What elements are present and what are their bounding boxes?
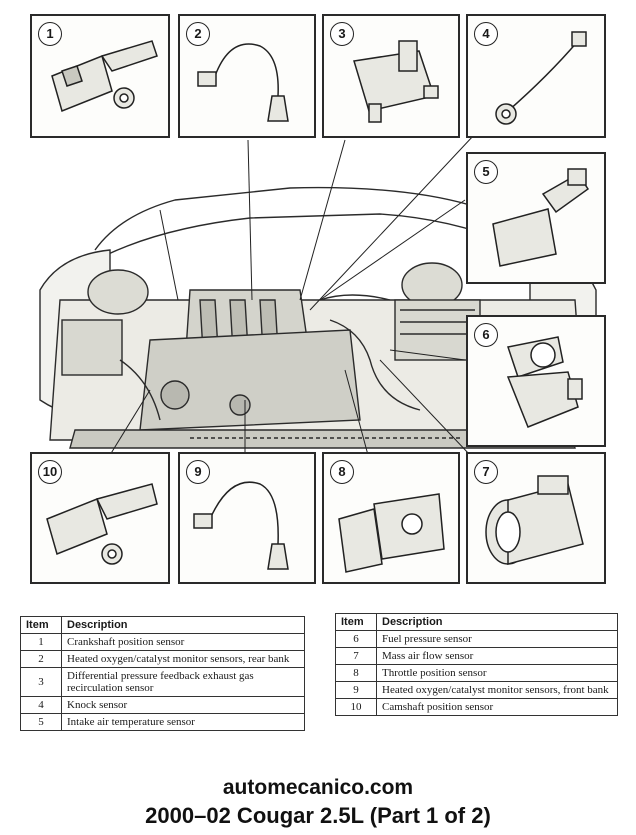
sensor-panel-8: 8	[322, 452, 460, 584]
item-number: 9	[335, 681, 377, 699]
table-row: 6 Fuel pressure sensor	[335, 630, 618, 648]
table-row: 8 Throttle position sensor	[335, 664, 618, 682]
item-description: Differential pressure feedback exhaust g…	[61, 667, 305, 697]
item-number: 7	[335, 647, 377, 665]
item-number: 1	[20, 633, 62, 651]
table-row: 4 Knock sensor	[20, 696, 305, 714]
callout-number: 7	[474, 460, 498, 484]
oxygen-sensor-front-illustration	[193, 481, 289, 570]
item-number: 5	[20, 713, 62, 731]
oxygen-sensor-rear-illustration	[197, 43, 289, 122]
sensor-table-right: Item Description 6 Fuel pressure sensor …	[335, 613, 618, 716]
table-row: 7 Mass air flow sensor	[335, 647, 618, 665]
callout-number: 1	[38, 22, 62, 46]
item-description: Mass air flow sensor	[376, 647, 618, 665]
engine-bay-drawing	[39, 134, 597, 456]
item-number: 4	[20, 696, 62, 714]
item-description: Heated oxygen/catalyst monitor sensors, …	[61, 650, 305, 668]
callout-number: 8	[330, 460, 354, 484]
sensor-panel-3: 3	[322, 14, 460, 138]
item-number: 8	[335, 664, 377, 682]
table-row: 1 Crankshaft position sensor	[20, 633, 305, 651]
column-header-item: Item	[20, 616, 62, 634]
callout-number: 9	[186, 460, 210, 484]
callout-number: 3	[330, 22, 354, 46]
item-number: 10	[335, 698, 377, 716]
camshaft-sensor-illustration	[46, 483, 158, 565]
item-description: Heated oxygen/catalyst monitor sensors, …	[376, 681, 618, 699]
figure-caption: 2000–02 Cougar 2.5L (Part 1 of 2)	[145, 803, 491, 828]
item-description: Throttle position sensor	[376, 664, 618, 682]
callout-number: 4	[474, 22, 498, 46]
item-description: Knock sensor	[61, 696, 305, 714]
column-header-description: Description	[61, 616, 305, 634]
callout-number: 2	[186, 22, 210, 46]
item-description: Fuel pressure sensor	[376, 630, 618, 648]
column-header-description: Description	[376, 613, 618, 631]
intake-air-temp-sensor-illustration	[492, 168, 590, 267]
crankshaft-sensor-illustration	[51, 40, 158, 113]
sensor-panel-9: 9	[178, 452, 316, 584]
table-row: 9 Heated oxygen/catalyst monitor sensors…	[335, 681, 618, 699]
callout-number: 5	[474, 160, 498, 184]
website-watermark: automecanico.com	[222, 776, 414, 799]
sensor-panel-5: 5	[466, 152, 606, 284]
mass-air-flow-sensor-illustration	[485, 475, 584, 565]
sensor-table-left: Item Description 1 Crankshaft position s…	[20, 616, 305, 731]
sensor-panel-10: 10	[30, 452, 170, 584]
sensor-panel-2: 2	[178, 14, 316, 138]
item-description: Camshaft position sensor	[376, 698, 618, 716]
callout-number: 6	[474, 323, 498, 347]
throttle-position-sensor-illustration	[338, 493, 445, 573]
egr-pressure-sensor-illustration	[353, 40, 439, 123]
sensor-panel-4: 4	[466, 14, 606, 138]
table-row: 3 Differential pressure feedback exhaust…	[20, 667, 305, 697]
item-number: 2	[20, 650, 62, 668]
sensor-panel-6: 6	[466, 315, 606, 447]
item-number: 3	[20, 667, 62, 697]
fuel-pressure-sensor-illustration	[506, 336, 583, 428]
callout-number: 10	[38, 460, 62, 484]
knock-sensor-illustration	[495, 31, 587, 125]
item-number: 6	[335, 630, 377, 648]
item-description: Crankshaft position sensor	[61, 633, 305, 651]
table-row: 5 Intake air temperature sensor	[20, 713, 305, 731]
table-row: 10 Camshaft position sensor	[335, 698, 618, 716]
sensor-panel-1: 1	[30, 14, 170, 138]
sensor-panel-7: 7	[466, 452, 606, 584]
item-description: Intake air temperature sensor	[61, 713, 305, 731]
table-row: 2 Heated oxygen/catalyst monitor sensors…	[20, 650, 305, 668]
column-header-item: Item	[335, 613, 377, 631]
